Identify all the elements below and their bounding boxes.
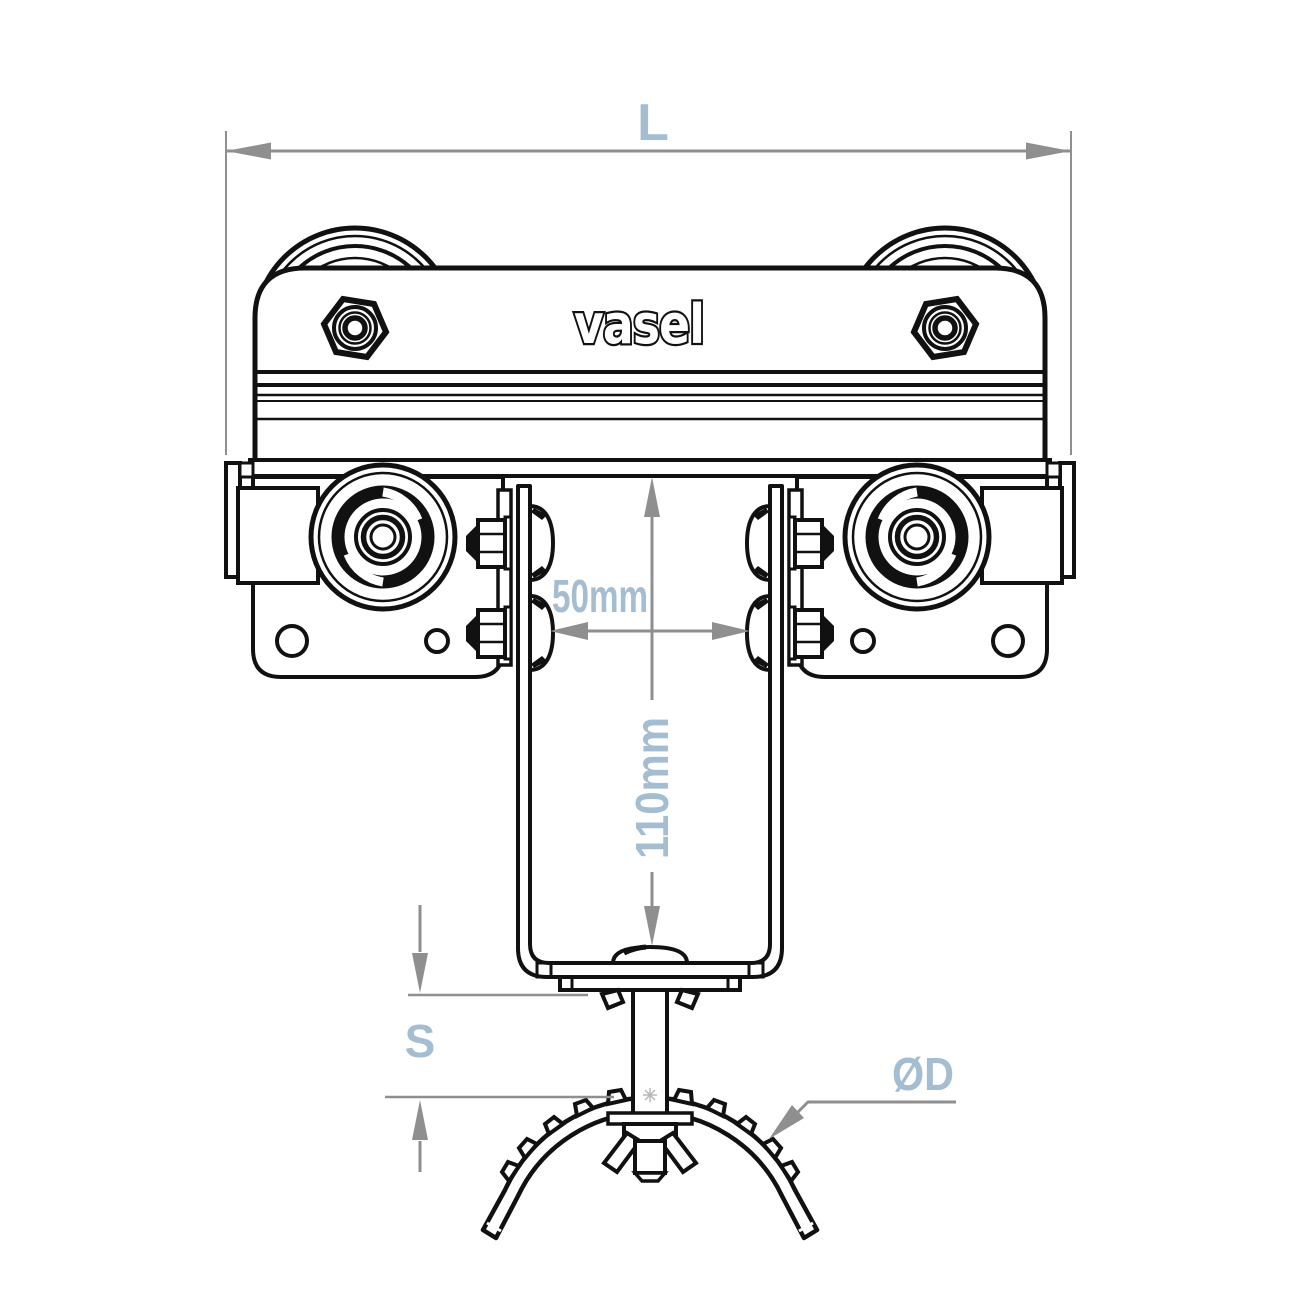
brand-logo: vasel	[574, 293, 704, 356]
rod-end	[633, 1139, 667, 1175]
wing-nut-right-wing	[657, 1130, 699, 1175]
left-clamp	[466, 488, 556, 673]
arrowhead-right-icon	[712, 622, 750, 640]
label-beam-width: 50mm	[552, 570, 648, 622]
left-plate-hole-outer	[275, 624, 309, 658]
right-plate-hole-inner	[850, 628, 876, 654]
weld-mark	[643, 1088, 657, 1102]
left-guide-roller	[308, 462, 458, 612]
cable-saddle	[480, 1087, 820, 1241]
dimension-beam-width	[550, 622, 750, 640]
left-plate-hole-inner	[424, 628, 450, 654]
right-clamp	[744, 488, 834, 673]
ball-seat-shading	[622, 944, 647, 956]
arrowhead-left-icon	[550, 622, 588, 640]
body-housing	[252, 265, 1048, 465]
dimension-thread-length	[385, 905, 614, 1172]
u-bracket-notch-left	[535, 961, 553, 979]
rod-end-chamfer	[631, 1171, 669, 1183]
label-saddle-diameter: ØD	[892, 1048, 954, 1100]
label-overall-length: L	[637, 94, 669, 152]
extension-lines-L	[225, 131, 1072, 455]
dimension-bracket-height	[644, 477, 660, 946]
right-axle-arm	[980, 486, 1064, 585]
push-nut-prong-right	[674, 987, 701, 1011]
arrowhead-left-icon	[226, 142, 271, 160]
arrowhead-right-icon	[1026, 142, 1071, 160]
arrowhead-down-icon	[412, 953, 428, 993]
dimension-saddle-diameter	[769, 1100, 956, 1139]
left-axle-arm	[236, 486, 320, 585]
right-plate-hole-outer	[991, 624, 1025, 658]
ball-seat-dome	[610, 944, 690, 965]
washer-plate-notches	[570, 977, 730, 990]
saddle-clamp-hardware	[601, 1111, 699, 1183]
right-axle-nut	[910, 295, 980, 361]
u-bracket	[516, 484, 784, 979]
label-bracket-height: 110mm	[626, 717, 678, 859]
u-bracket-notch-right	[747, 961, 765, 979]
arrowhead-up-icon	[644, 477, 660, 517]
arrowhead-leader-icon	[769, 1105, 804, 1139]
dimension-overall-length	[225, 131, 1072, 455]
leader-line-OD	[796, 1100, 956, 1114]
left-axle-nut	[320, 295, 390, 361]
arrowhead-down-icon	[644, 906, 660, 946]
right-guide-roller	[842, 462, 992, 612]
push-nut-prong-left	[599, 987, 626, 1011]
wing-nut-left-wing	[601, 1130, 643, 1175]
trolley-body: vasel	[252, 265, 1048, 465]
arrowhead-up-icon	[412, 1100, 428, 1140]
label-thread-length: S	[405, 1015, 436, 1067]
